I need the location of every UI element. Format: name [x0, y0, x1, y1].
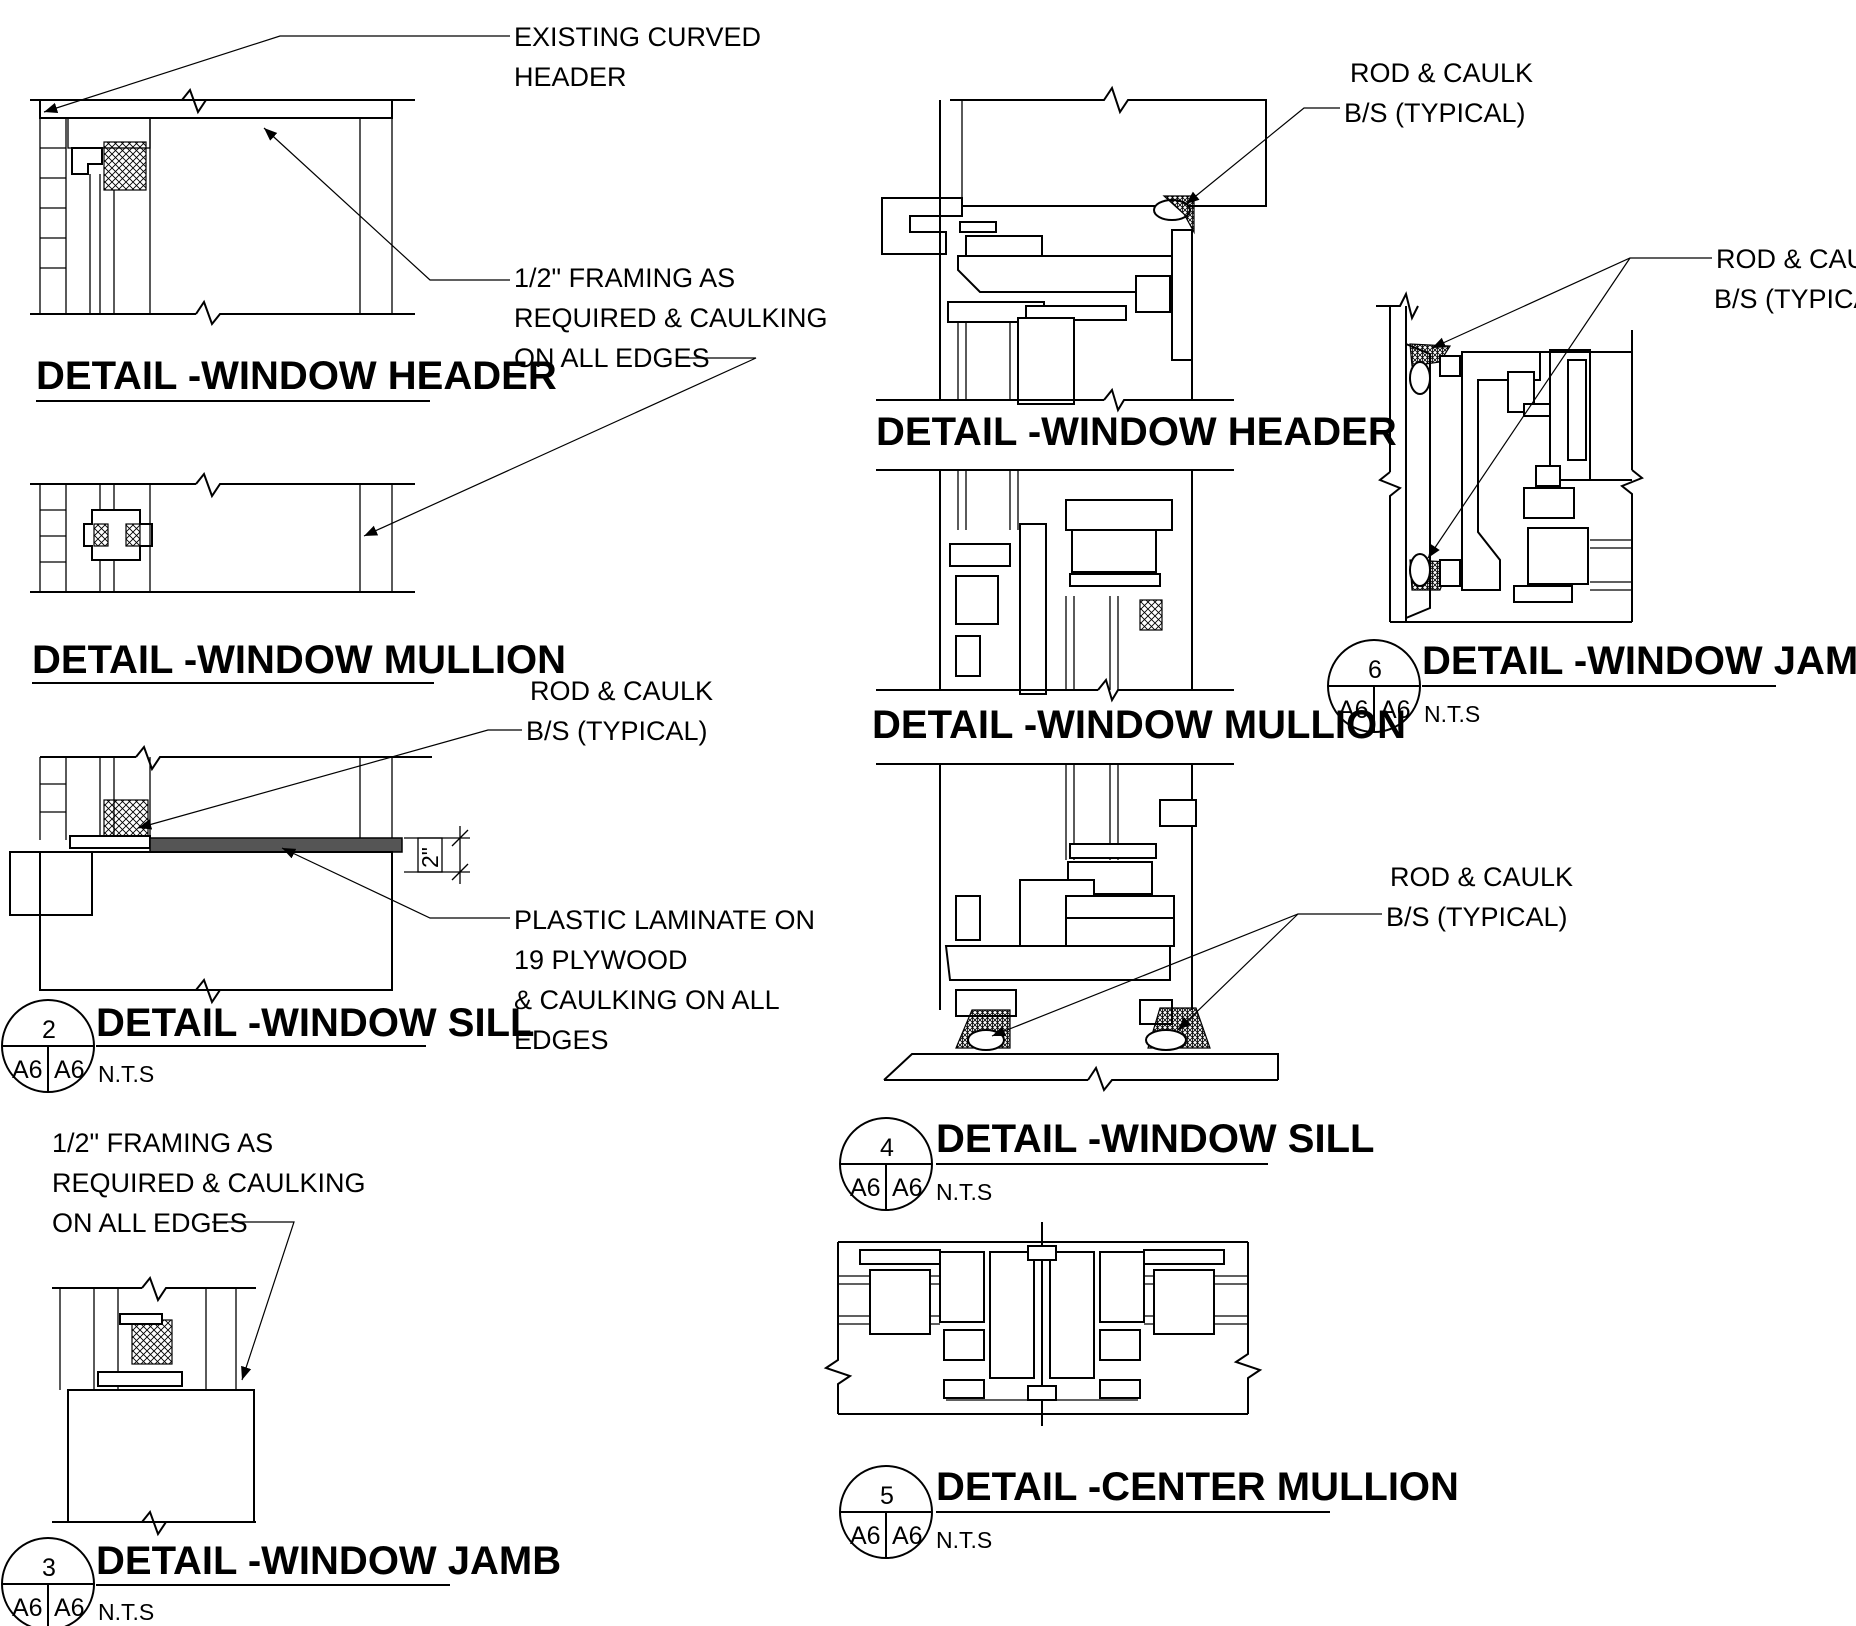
- tag-6-sheet-a: A6: [1338, 696, 1369, 724]
- note-framing-jamb-line2: REQUIRED & CAULKING: [52, 1168, 366, 1198]
- tag-detail-4: 4 A6 A6 N.T.S: [839, 1117, 992, 1211]
- left-mullion-title: DETAIL -WINDOW MULLION: [32, 638, 566, 684]
- note-framing-jamb-line1: 1/2" FRAMING AS: [52, 1128, 273, 1158]
- note-plastic-laminate: PLASTIC LAMINATE ON 19 PLYWOOD & CAULKIN…: [281, 847, 815, 1055]
- note-laminate-line4: EDGES: [514, 1025, 609, 1055]
- note-rod-caulk-top-line1: ROD & CAULK: [1350, 58, 1533, 88]
- left-sill-detail: [9, 744, 432, 1005]
- title-window-mullion-left: DETAIL -WINDOW MULLION: [32, 638, 566, 682]
- left-header-detail: [30, 87, 415, 327]
- note-laminate-line3: & CAULKING ON ALL: [514, 985, 780, 1015]
- middle-header-title: DETAIL -WINDOW HEADER: [876, 387, 1397, 471]
- middle-mullion-title: DETAIL -WINDOW MULLION: [872, 677, 1406, 765]
- title-window-mullion-mid: DETAIL -WINDOW MULLION: [872, 703, 1406, 747]
- left-sill-title: DETAIL -WINDOW SILL: [96, 1001, 534, 1047]
- tag-3-scale: N.T.S: [98, 1599, 154, 1625]
- note-rod-caulk-jamb-line1: ROD & CAULK: [1716, 244, 1856, 274]
- note-rod-caulk-sill-line1: ROD & CAULK: [1390, 862, 1573, 892]
- note-rod-caulk-sill: ROD & CAULK B/S (TYPICAL): [991, 862, 1573, 1037]
- note-framing-jamb: 1/2" FRAMING AS REQUIRED & CAULKING ON A…: [52, 1128, 366, 1381]
- tag-4-number: 4: [880, 1134, 894, 1162]
- right-jamb-title: DETAIL -WINDOW JAMB: [1422, 639, 1856, 687]
- title-window-jamb-right: DETAIL -WINDOW JAMB: [1422, 639, 1856, 683]
- tag-detail-3: 3 A6 A6 N.T.S: [1, 1537, 154, 1626]
- right-jamb-detail: [1376, 291, 1644, 623]
- left-jamb-detail: [52, 1275, 256, 1537]
- title-window-header-left: DETAIL -WINDOW HEADER: [36, 354, 557, 398]
- tag-3-sheet-b: A6: [54, 1594, 85, 1622]
- tag-2-scale: N.T.S: [98, 1061, 154, 1087]
- tag-3-sheet-a: A6: [12, 1594, 43, 1622]
- tag-2-sheet-a: A6: [12, 1056, 43, 1084]
- tag-6-sheet-b: A6: [1380, 696, 1411, 724]
- tag-6-number: 6: [1368, 656, 1382, 684]
- left-header-title: DETAIL -WINDOW HEADER: [36, 354, 557, 402]
- note-laminate-line1: PLASTIC LAMINATE ON: [514, 905, 815, 935]
- note-framing-line1: 1/2" FRAMING AS: [514, 263, 735, 293]
- center-mullion-detail: [823, 1222, 1263, 1426]
- note-rod-caulk-left-line2: B/S (TYPICAL): [526, 716, 708, 746]
- note-rod-caulk-top: ROD & CAULK B/S (TYPICAL): [1185, 58, 1533, 205]
- note-rod-caulk-top-line2: B/S (TYPICAL): [1344, 98, 1526, 128]
- note-rod-caulk-jamb-line2: B/S (TYPICAL): [1714, 284, 1856, 314]
- note-rod-caulk-sill-line2: B/S (TYPICAL): [1386, 902, 1568, 932]
- title-window-header-mid: DETAIL -WINDOW HEADER: [876, 410, 1397, 454]
- note-curved-header-line2: HEADER: [514, 62, 627, 92]
- tag-detail-5: 5 A6 A6 N.T.S: [839, 1465, 992, 1559]
- tag-2-number: 2: [42, 1016, 56, 1044]
- note-framing-jamb-line3: ON ALL EDGES: [52, 1208, 248, 1238]
- tag-detail-6: 6 A6 A6 N.T.S: [1327, 639, 1480, 733]
- tag-4-scale: N.T.S: [936, 1179, 992, 1205]
- left-jamb-title: DETAIL -WINDOW JAMB: [96, 1539, 561, 1586]
- tag-5-scale: N.T.S: [936, 1527, 992, 1553]
- title-window-sill-mid: DETAIL -WINDOW SILL: [936, 1117, 1374, 1161]
- title-center-mullion: DETAIL -CENTER MULLION: [936, 1465, 1459, 1509]
- tag-4-sheet-a: A6: [850, 1174, 881, 1202]
- dimension-2-inch: 2": [404, 826, 470, 884]
- note-rod-caulk-left-line1: ROD & CAULK: [530, 676, 713, 706]
- note-curved-header-line1: EXISTING CURVED: [514, 22, 761, 52]
- note-laminate-line2: 19 PLYWOOD: [514, 945, 688, 975]
- note-rod-caulk-left: ROD & CAULK B/S (TYPICAL): [137, 676, 713, 830]
- left-mullion-detail: [30, 471, 415, 593]
- middle-sill-title: DETAIL -WINDOW SILL: [936, 1117, 1374, 1165]
- tag-5-number: 5: [880, 1482, 894, 1510]
- note-rod-caulk-jamb: ROD & CAULK B/S (TYPICAL): [1427, 244, 1856, 559]
- tag-detail-2: 2 A6 A6 N.T.S: [1, 999, 154, 1093]
- note-framing-line3: ON ALL EDGES: [514, 343, 710, 373]
- tag-6-scale: N.T.S: [1424, 701, 1480, 727]
- tag-3-number: 3: [42, 1554, 56, 1582]
- note-framing-line2: REQUIRED & CAULKING: [514, 303, 828, 333]
- note-existing-curved-header: EXISTING CURVED HEADER: [43, 22, 761, 113]
- tag-5-sheet-b: A6: [892, 1522, 923, 1550]
- tag-4-sheet-b: A6: [892, 1174, 923, 1202]
- title-window-jamb-left: DETAIL -WINDOW JAMB: [96, 1539, 561, 1583]
- tag-5-sheet-a: A6: [850, 1522, 881, 1550]
- tag-2-sheet-b: A6: [54, 1056, 85, 1084]
- dimension-label: 2": [417, 847, 443, 868]
- center-mullion-title: DETAIL -CENTER MULLION: [936, 1465, 1459, 1513]
- note-framing-as-required: 1/2" FRAMING AS REQUIRED & CAULKING ON A…: [263, 127, 828, 537]
- title-window-sill-left: DETAIL -WINDOW SILL: [96, 1001, 534, 1045]
- middle-vertical-section: [881, 85, 1279, 1093]
